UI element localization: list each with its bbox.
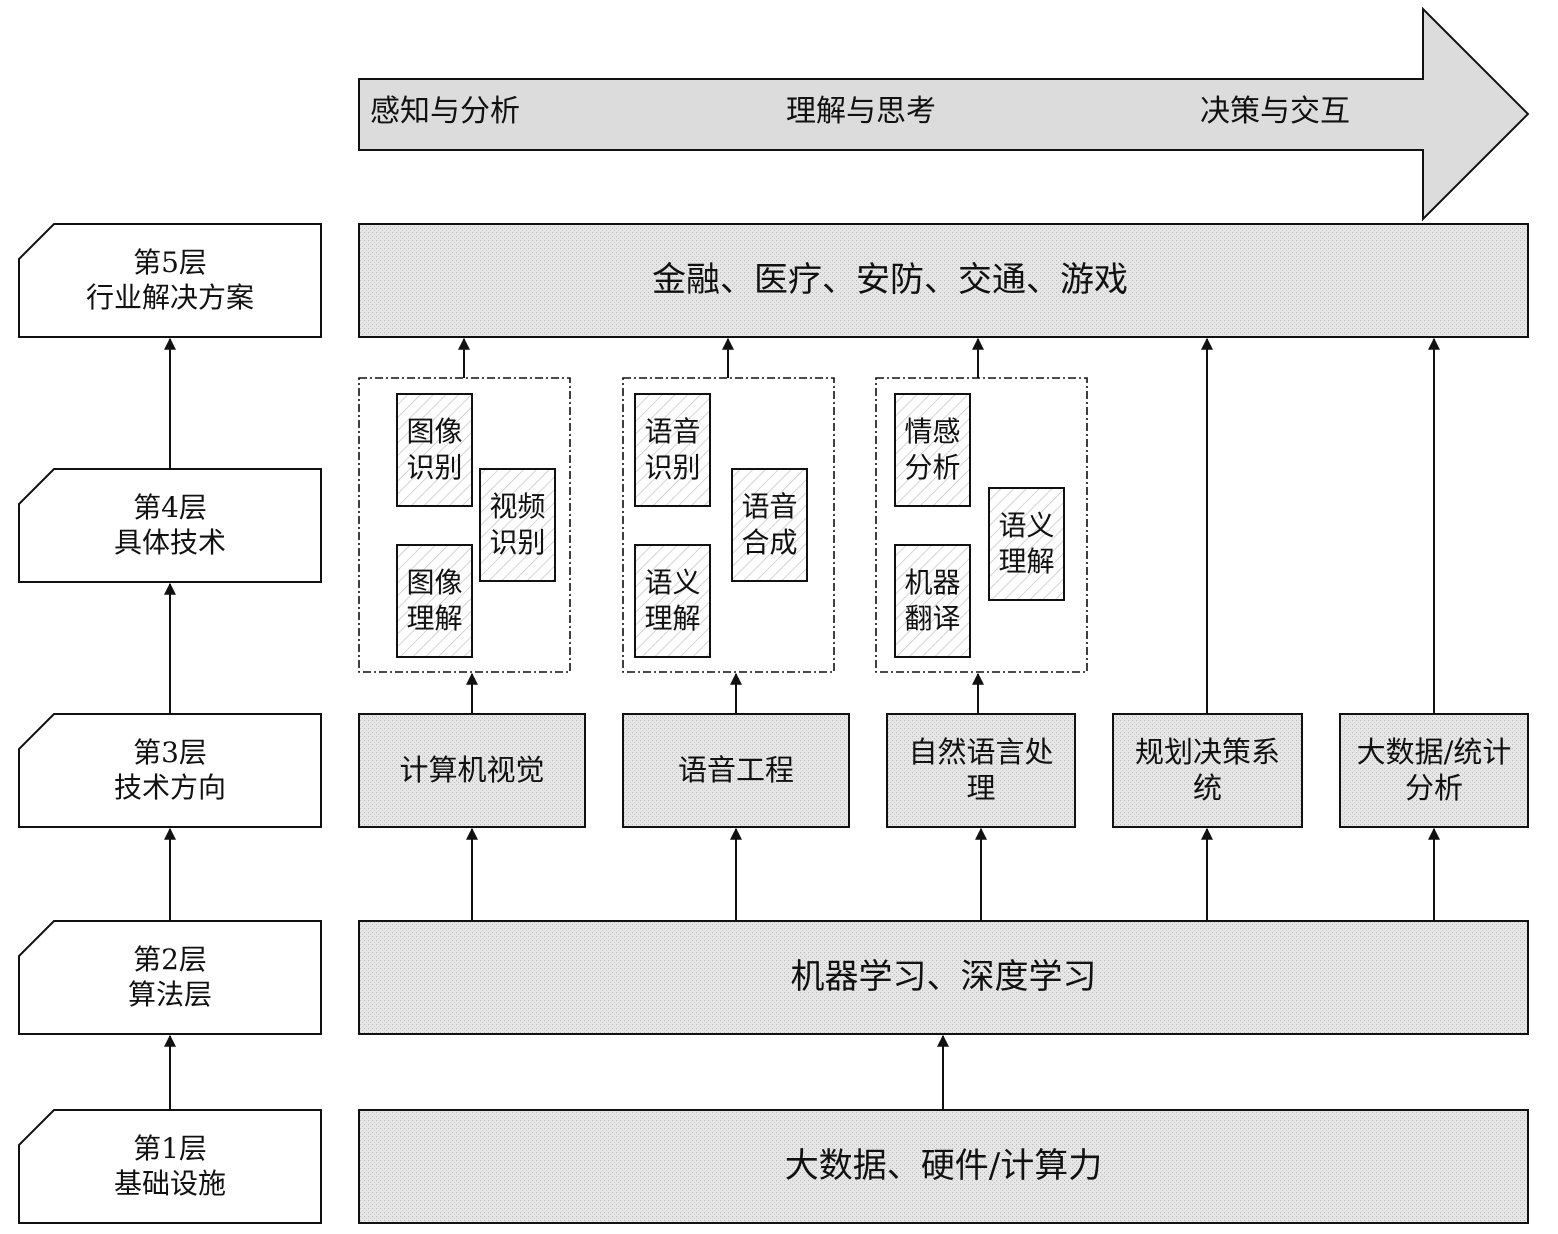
tech-box-2-1 [634, 393, 711, 507]
layer2-bar [358, 920, 1529, 1035]
tech-box-1-2 [479, 468, 556, 582]
tech-box-3-1 [894, 393, 971, 507]
flow-arrow [358, 6, 1530, 222]
flow-stage-perception: 感知与分析 [370, 94, 520, 129]
flow-stage-understanding: 理解与思考 [786, 94, 936, 129]
direction-box-4 [1112, 713, 1303, 828]
layer-tag-3 [18, 713, 322, 828]
tech-box-2-3 [634, 544, 711, 658]
layer-tag-5 [18, 223, 322, 338]
direction-box-5 [1339, 713, 1529, 828]
layer1-bar [358, 1109, 1529, 1224]
direction-box-3 [886, 713, 1076, 828]
tech-box-1-3 [396, 544, 473, 658]
tech-box-3-3 [894, 544, 971, 658]
tech-box-1-1 [396, 393, 473, 507]
layer-tag-2 [18, 920, 322, 1035]
tech-box-2-2 [731, 468, 808, 582]
layer-tag-4 [18, 468, 322, 583]
flow-stage-decision: 决策与交互 [1200, 94, 1350, 129]
tech-box-3-2 [988, 487, 1065, 601]
direction-box-1 [358, 713, 586, 828]
layer-tag-1 [18, 1109, 322, 1224]
layer5-bar [358, 223, 1529, 338]
direction-box-2 [622, 713, 850, 828]
